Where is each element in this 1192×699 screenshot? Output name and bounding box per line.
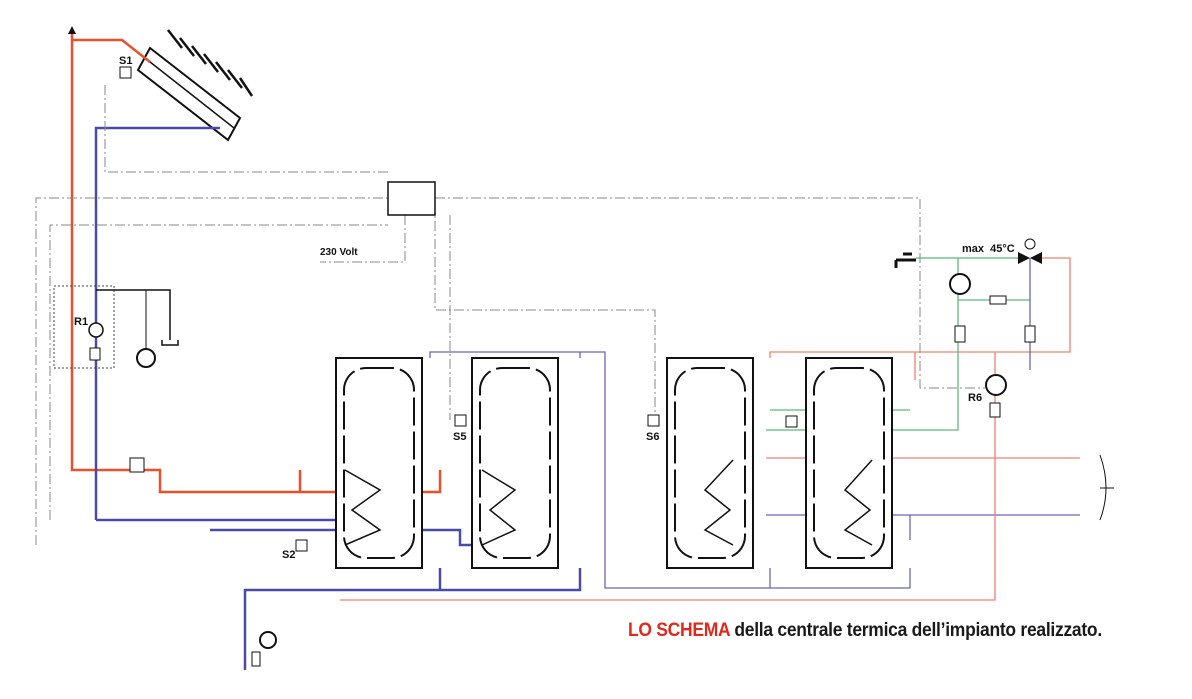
sensor-s6-icon bbox=[647, 414, 660, 427]
label-r6: R6 bbox=[968, 392, 982, 404]
label-s5: S5 bbox=[453, 431, 466, 443]
storage-tank-1 bbox=[335, 357, 423, 569]
solar-collector bbox=[136, 29, 254, 142]
label-s6: S6 bbox=[646, 431, 659, 443]
label-r1: R1 bbox=[74, 316, 88, 328]
pump-group-r1 bbox=[53, 285, 179, 369]
sensor-s2-icon bbox=[295, 539, 308, 552]
mixing-valve-icon bbox=[1018, 238, 1042, 264]
label-voltage: 230 Volt bbox=[320, 247, 358, 258]
recirculation-pump-icon bbox=[949, 273, 971, 295]
check-valve-icon bbox=[989, 295, 1007, 305]
label-s2: S2 bbox=[282, 549, 295, 561]
storage-tank-2 bbox=[471, 357, 559, 569]
sensor-s5-icon bbox=[454, 414, 467, 427]
controller-box bbox=[387, 181, 436, 216]
heating-circuit-brace bbox=[1099, 454, 1114, 521]
storage-tank-3 bbox=[666, 357, 754, 569]
sensor-s1-icon bbox=[119, 66, 132, 79]
expansion-vessel-icon bbox=[259, 631, 277, 649]
hot-water-tap-icon bbox=[894, 252, 916, 268]
expansion-vessel-icon bbox=[136, 348, 156, 368]
pump-icon bbox=[88, 322, 104, 338]
label-max-temp: max 45°C bbox=[962, 243, 1015, 255]
storage-tank-4 bbox=[805, 357, 893, 569]
pump-r6-icon bbox=[985, 374, 1007, 396]
label-s1: S1 bbox=[119, 55, 132, 67]
caption-highlight: LO SCHEMA bbox=[628, 620, 730, 641]
sun-rays-icon bbox=[167, 29, 254, 97]
sensor-icon bbox=[785, 415, 798, 428]
figure-caption: LO SCHEMA della centrale termica dell’im… bbox=[628, 620, 1102, 642]
air-separator-icon bbox=[129, 457, 145, 473]
caption-text: della centrale termica dell’impianto rea… bbox=[729, 620, 1102, 641]
